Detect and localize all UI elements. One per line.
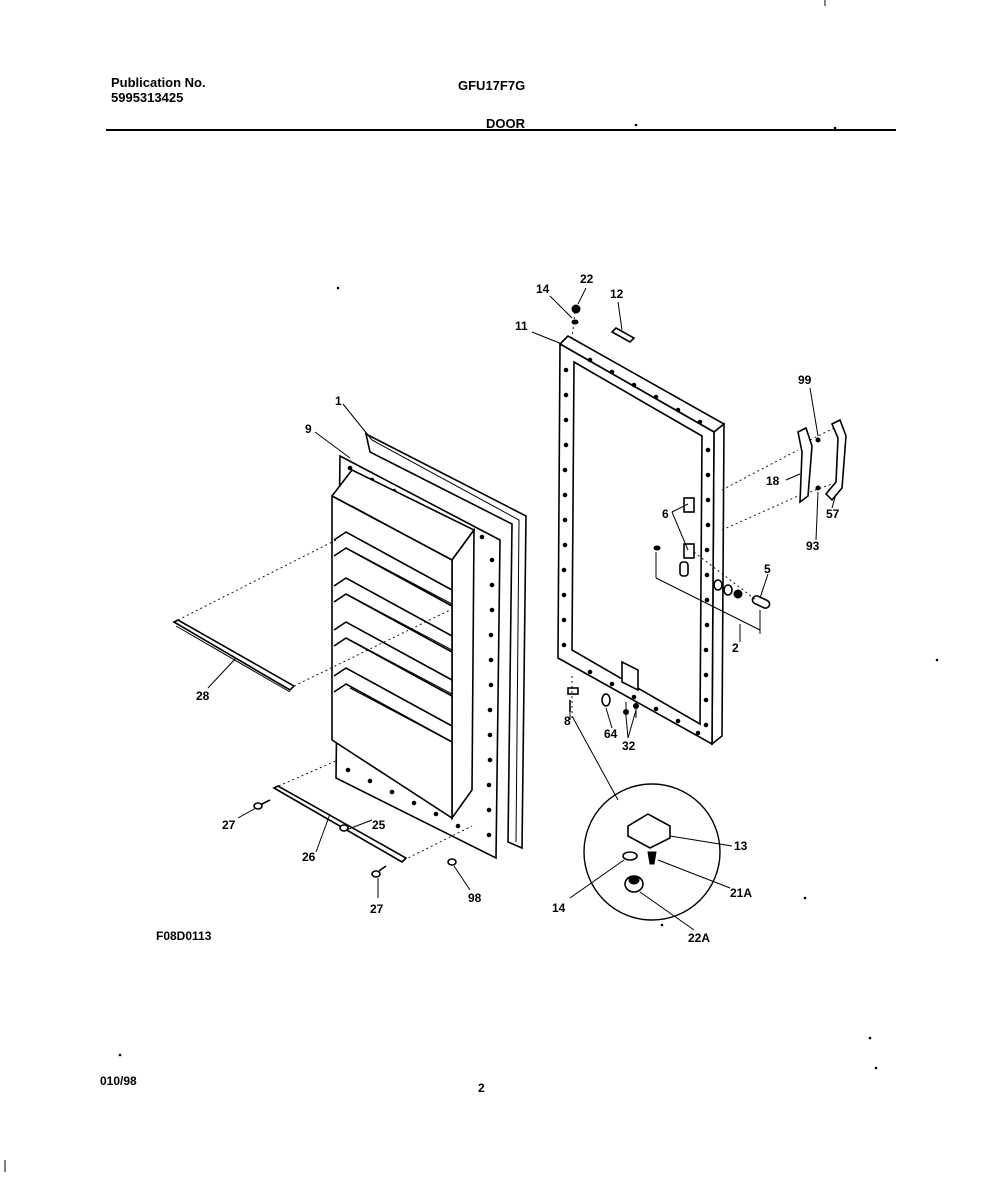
callout-12: 12 xyxy=(610,287,624,301)
lock-cam-5 xyxy=(751,595,771,609)
outer-door-panel xyxy=(557,327,726,746)
shelf-bar xyxy=(172,539,451,693)
bottom-hinge-13 xyxy=(627,813,671,849)
footer-page-number: 2 xyxy=(478,1081,485,1095)
callout-14-top: 14 xyxy=(536,282,550,296)
top-hinge-cover xyxy=(610,327,636,343)
hinge-bolt-22 xyxy=(571,304,581,314)
screw-99 xyxy=(815,437,821,443)
screw-98 xyxy=(447,858,457,866)
callout-6: 6 xyxy=(662,507,669,521)
model-number: GFU17F7G xyxy=(458,78,526,93)
publication-number: 5995313425 xyxy=(111,90,184,105)
callout-5: 5 xyxy=(764,562,771,576)
callout-labels: 1 9 28 27 25 26 27 98 14 22 12 11 6 5 2 … xyxy=(196,272,840,945)
callout-27-upper: 27 xyxy=(222,818,236,832)
callout-18: 18 xyxy=(766,474,780,488)
handle-bracket-upper xyxy=(683,497,695,513)
callout-93: 93 xyxy=(806,539,820,553)
callout-13: 13 xyxy=(734,839,748,853)
callout-32: 32 xyxy=(622,739,636,753)
handle-bracket-lower xyxy=(683,543,695,559)
screw-27-upper xyxy=(253,802,263,810)
bottom-hinge-detail xyxy=(569,783,733,931)
bottom-fasteners xyxy=(567,676,639,801)
spacer-64 xyxy=(601,693,611,707)
callout-21a: 21A xyxy=(730,886,752,900)
section-title: DOOR xyxy=(486,116,525,131)
footer-date-code: 010/98 xyxy=(100,1074,137,1088)
callout-98: 98 xyxy=(468,891,482,905)
screw-21a xyxy=(647,851,657,865)
callout-14-detail: 14 xyxy=(552,901,566,915)
screw-27-lower xyxy=(371,870,381,878)
door-liner-assembly xyxy=(330,432,527,860)
callout-22: 22 xyxy=(580,272,594,286)
door-shelves xyxy=(333,505,453,743)
callout-25: 25 xyxy=(372,818,386,832)
callout-57: 57 xyxy=(826,507,840,521)
top-hinge-fasteners xyxy=(571,304,581,339)
callout-27-lower: 27 xyxy=(370,902,384,916)
callout-99: 99 xyxy=(798,373,812,387)
scan-specks xyxy=(118,123,939,1070)
door-handle xyxy=(721,418,847,531)
handle-trim-57 xyxy=(824,418,847,502)
screw-93 xyxy=(815,485,821,491)
header-rule xyxy=(106,129,896,131)
lock-parts xyxy=(655,551,771,634)
lower-shelf-bar xyxy=(253,759,473,878)
washer-14-detail xyxy=(622,851,638,861)
callout-28: 28 xyxy=(196,689,210,703)
washer-14 xyxy=(571,319,579,325)
callout-9: 9 xyxy=(305,422,312,436)
callout-22a: 22A xyxy=(688,931,710,945)
callout-1: 1 xyxy=(335,394,342,408)
callout-64: 64 xyxy=(604,727,618,741)
door-panel-holes xyxy=(561,357,711,736)
publication-label: Publication No. xyxy=(111,75,206,90)
callout-2: 2 xyxy=(732,641,739,655)
callout-leaders xyxy=(207,287,837,898)
callout-8: 8 xyxy=(564,714,571,728)
figure-id: F08D0113 xyxy=(156,929,212,943)
door-gasket xyxy=(364,432,527,850)
handle-18 xyxy=(797,426,813,504)
callout-26: 26 xyxy=(302,850,316,864)
callout-11: 11 xyxy=(515,319,528,333)
